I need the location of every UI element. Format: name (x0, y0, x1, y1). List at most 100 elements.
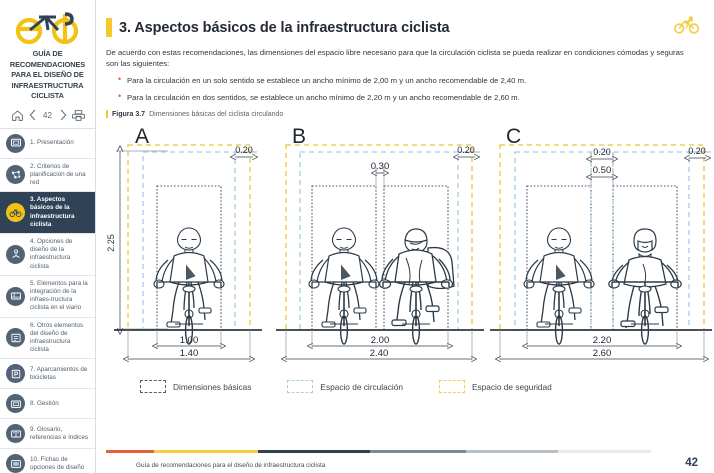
sidebar-item-label: 5. Elementos para la integración de la i… (30, 279, 88, 312)
cyclist-design-icon (6, 244, 25, 264)
page-title: 3. Aspectos básicos de la infraestructur… (119, 19, 450, 36)
network-nodes-icon (6, 165, 25, 185)
home-icon[interactable] (11, 109, 24, 122)
svg-text:0.20: 0.20 (235, 145, 253, 155)
svg-text:2.60: 2.60 (593, 348, 612, 359)
design-sheets-icon (6, 454, 25, 473)
bar-seg-4 (370, 450, 466, 453)
svg-text:2.00: 2.00 (371, 335, 390, 346)
ebike-logo-icon (15, 12, 78, 45)
panel-b-label: B (292, 125, 306, 148)
printer-icon[interactable] (71, 109, 85, 122)
brand-title-line-3: INFRAESTRUCTURA CICLISTA (11, 80, 84, 101)
sidebar-item-9[interactable]: 9. Glosario, referencias e índices (0, 419, 95, 450)
viewer-toolbar: 42 (0, 106, 95, 129)
sidebar-nav: 1. Presentación 2. Criterios de planific… (0, 129, 95, 473)
sidebar-item-4[interactable]: 4. Opciones de diseño de la infraestruct… (0, 234, 95, 276)
legend-item-basic: Dimensiones básicas (140, 380, 251, 393)
dimension-c-2-60: 2.60 (500, 330, 704, 360)
cyclist-icon (674, 15, 700, 40)
list-item: Para la circulación en dos sentidos, se … (118, 91, 714, 109)
dimension-c-2-20: 2.20 (527, 330, 677, 348)
legend-swatch-circulation (287, 380, 314, 393)
svg-text:2.25: 2.25 (106, 234, 116, 252)
page-content: 3. Aspectos básicos de la infraestructur… (96, 0, 714, 473)
dimension-b-0-20: 0.20 (457, 145, 480, 157)
figure-caption: Figura 3.7 Dimensiones básicas del cicli… (96, 109, 714, 118)
list-item: Para la circulación en un solo sentido s… (118, 74, 714, 92)
svg-text:0.20: 0.20 (457, 145, 475, 155)
parking-icon (6, 364, 25, 384)
sidebar-item-5[interactable]: 5. Elementos para la integración de la i… (0, 276, 95, 318)
legend-label: Espacio de circulación (320, 381, 403, 392)
dimension-c-0-50: 0.50 (591, 165, 613, 187)
sidebar: GUÍA DE RECOMENDACIONES PARA EL DISEÑO D… (0, 0, 96, 473)
sidebar-item-label: 1. Presentación (30, 138, 74, 146)
current-page-number[interactable]: 42 (43, 110, 52, 120)
caption-accent-bar (106, 110, 108, 118)
dimension-a-1-00: 1.00 (157, 330, 221, 348)
sidebar-item-label: 2. Criterios de planificación de una red (30, 162, 86, 186)
vertical-dimension-2-25: 2.25 (106, 151, 168, 329)
sidebar-item-7[interactable]: 7. Aparcamientos de bicicletas (0, 359, 95, 390)
brand-title-line-2: PARA EL DISEÑO DE (11, 70, 84, 79)
svg-text:0.20: 0.20 (593, 147, 611, 157)
dimension-b-0-30: 0.30 (371, 161, 389, 189)
legend-swatch-safety (438, 380, 465, 393)
dimension-b-2-00: 2.00 (312, 330, 448, 348)
bar-seg-1 (106, 450, 154, 453)
page-header: 3. Aspectos básicos de la infraestructur… (96, 0, 714, 40)
title-accent-bar (106, 18, 112, 37)
dimensions-diagram: 2.25 A (106, 125, 712, 371)
dimension-c-0-20-right: 0.20 (688, 146, 711, 158)
sidebar-item-label: 3. Aspectos básicos de la infraestructur… (30, 196, 75, 228)
dimension-c-0-20-inner: 0.20 (591, 147, 613, 167)
sidebar-item-6[interactable]: 6. Otros elementos del diseño de infraes… (0, 318, 95, 360)
svg-text:2.20: 2.20 (593, 335, 612, 346)
sidebar-item-label: 6. Otros elementos del diseño de infraes… (30, 321, 84, 354)
panel-b: B 0.30 (276, 125, 484, 360)
sidebar-item-label: 10. Fichas de opciones de diseño (30, 455, 85, 471)
svg-text:1.40: 1.40 (180, 348, 199, 359)
intro-paragraph: De acuerdo con estas recomendaciones, la… (106, 48, 684, 68)
panel-a-label: A (135, 125, 149, 148)
bar-seg-3 (258, 450, 370, 453)
svg-text:0.20: 0.20 (688, 146, 706, 156)
figure-caption-text: Dimensiones básicas del ciclista circula… (149, 110, 284, 118)
svg-text:2.40: 2.40 (370, 348, 389, 359)
other-elements-icon (6, 328, 25, 348)
brand-title-line-1: GUÍA DE RECOMENDACIONES (9, 49, 86, 69)
legend-label: Espacio de seguridad (471, 381, 552, 392)
bar-seg-5 (466, 450, 558, 453)
dimension-b-2-40: 2.40 (286, 330, 472, 360)
chevron-right-icon[interactable] (59, 109, 68, 121)
bicycle-icon (6, 203, 25, 223)
sidebar-item-2[interactable]: 2. Criterios de planificación de una red (0, 159, 95, 193)
recommendation-list: Para la circulación en un solo sentido s… (96, 69, 714, 109)
svg-text:1.00: 1.00 (180, 335, 199, 346)
legend-item-safety: Espacio de seguridad (438, 380, 552, 393)
brand-title: GUÍA DE RECOMENDACIONES PARA EL DISEÑO D… (0, 48, 95, 106)
sidebar-item-label: 4. Opciones de diseño de la infraestruct… (30, 237, 73, 270)
sidebar-item-1[interactable]: 1. Presentación (0, 129, 95, 159)
panel-c: C 0.20 (490, 125, 712, 360)
footer-text: Guía de recomendaciones para el diseño d… (136, 462, 326, 469)
brand-logo (0, 0, 95, 48)
legend-label: Dimensiones básicas (173, 381, 252, 392)
chevron-left-icon[interactable] (28, 109, 37, 121)
figure-number: Figura 3.7 (112, 110, 146, 118)
sidebar-item-3[interactable]: 3. Aspectos básicos de la infraestructur… (0, 192, 95, 234)
bar-seg-2 (154, 450, 258, 453)
sidebar-item-10[interactable]: 10. Fichas de opciones de diseño (0, 449, 95, 473)
panel-c-label: C (506, 125, 521, 148)
figure-3-7: 2.25 A (96, 121, 714, 376)
management-icon (6, 394, 25, 414)
legend-item-circulation: Espacio de circulación (287, 380, 403, 393)
presentation-screen-icon (6, 133, 25, 153)
footer-color-bar (106, 450, 651, 453)
footer-page-number: 42 (685, 457, 698, 469)
sidebar-item-label: 7. Aparcamientos de bicicletas (30, 365, 88, 381)
sidebar-item-8[interactable]: 8. Gestión (0, 389, 95, 420)
sidebar-item-label: 9. Glosario, referencias e índices (30, 425, 89, 441)
glossary-book-icon (6, 424, 25, 444)
